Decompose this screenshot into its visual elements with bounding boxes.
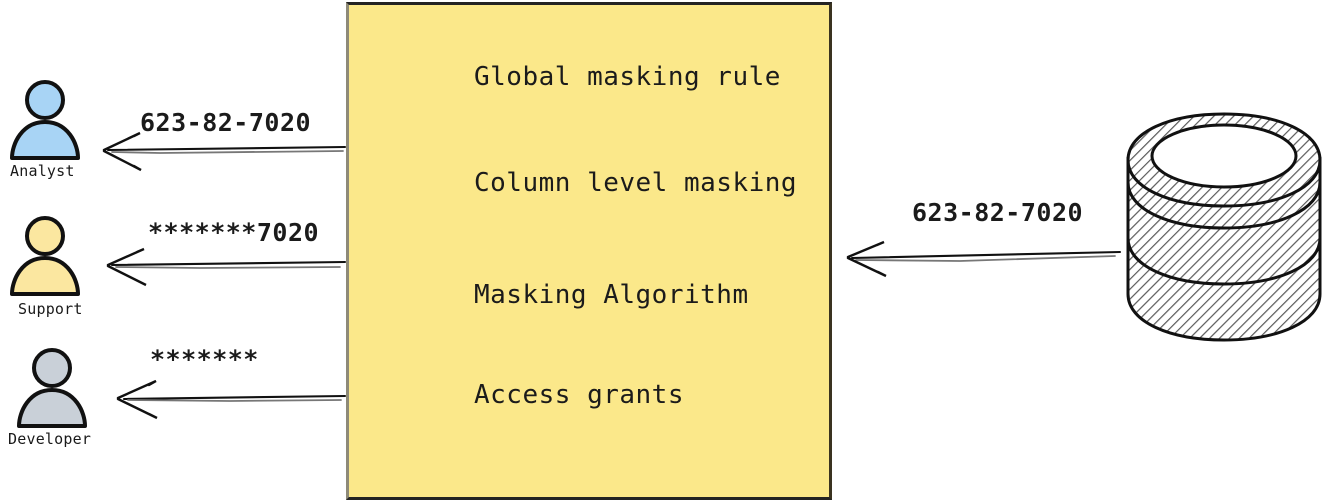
database-cylinder-icon: [1126, 112, 1322, 342]
panel-item-column-level-masking[interactable]: Column level masking: [452, 168, 797, 198]
panel-item-label: Access grants: [474, 380, 684, 410]
panel-item-label: Column level masking: [474, 168, 798, 198]
person-icon-analyst: [10, 80, 80, 160]
person-icon-support: [10, 216, 80, 296]
masking-policy-panel: [346, 2, 832, 500]
arrow-database-to-panel: [846, 240, 1122, 278]
panel-item-masking-algorithm[interactable]: Masking Algorithm: [452, 280, 749, 310]
panel-item-label: Masking Algorithm: [474, 280, 749, 310]
actor-label-support: Support: [18, 300, 83, 318]
actor-label-developer: Developer: [8, 430, 92, 448]
panel-item-access-grants[interactable]: Access grants: [452, 380, 684, 410]
arrow-label-developer: *******: [150, 345, 259, 374]
arrow-label-database: 623-82-7020: [912, 198, 1084, 227]
person-icon-developer: [17, 348, 87, 428]
arrow-to-developer: [116, 379, 347, 420]
arrow-label-support: *******7020: [148, 218, 320, 247]
arrow-to-analyst: [102, 131, 347, 172]
arrow-label-analyst: 623-82-7020: [140, 108, 312, 137]
panel-item-label: Global masking rule: [474, 62, 781, 92]
arrow-to-support: [106, 247, 347, 287]
panel-item-global-masking-rule[interactable]: Global masking rule: [452, 62, 781, 92]
actor-label-analyst: Analyst: [10, 162, 75, 180]
